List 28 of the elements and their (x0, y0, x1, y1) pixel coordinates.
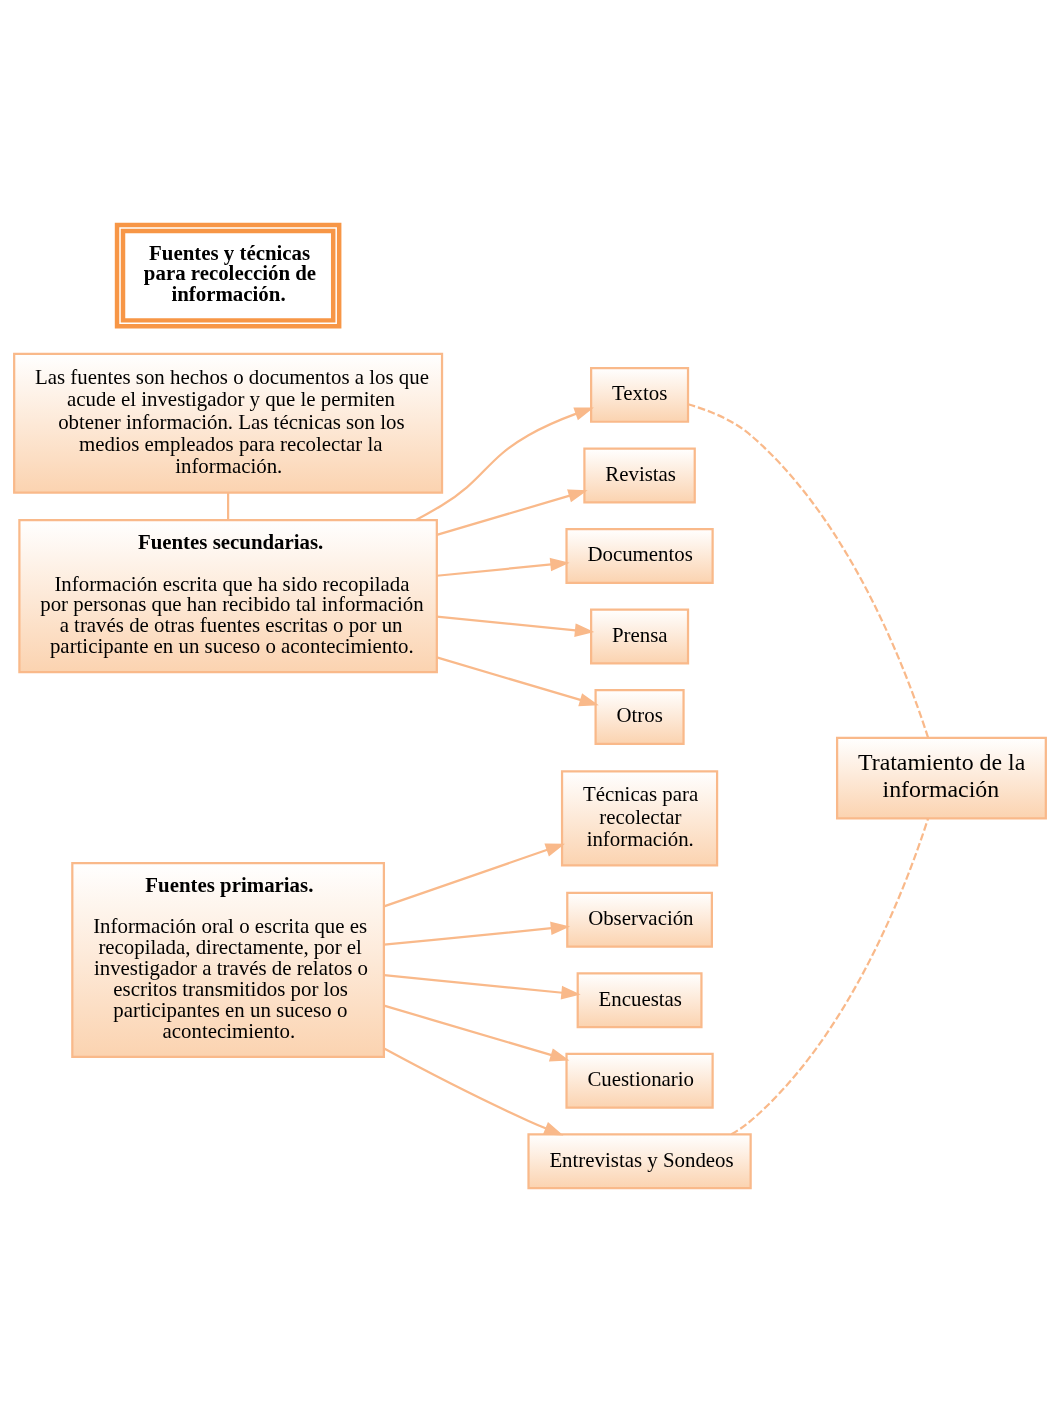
arrow (383, 1004, 570, 1062)
node-box: Revistas (583, 447, 696, 504)
node-box: Fuentes y técnicas para recolección de información. (114, 222, 342, 329)
node-box: Documentos (565, 527, 714, 584)
node-box: Cuestionario (565, 1052, 714, 1109)
arrow (383, 974, 581, 1000)
node-box: Fuentes primarias. Información oral o escrita que es recopilada, directamente, por el investigador a través de relatos o escritos transmitidos por los participantes en un suceso o acontecimiento. (71, 861, 385, 1058)
connector (227, 492, 230, 520)
node-box: Textos (590, 366, 690, 423)
connector (687, 403, 930, 738)
node-box: Encuestas (576, 972, 703, 1029)
node-box: Las fuentes son hechos o documentos a los que acude el investigador y que le permiten obtener información. Las técnicas son los medios empleados para recolectar la información. (13, 352, 444, 494)
arrow (436, 489, 588, 536)
arrow (436, 557, 570, 577)
node-box: Otros (594, 689, 685, 745)
node-box: Prensa (590, 608, 690, 665)
arrow (415, 407, 594, 521)
arrow (383, 921, 571, 946)
arrow (383, 1047, 564, 1136)
node-box: Técnicas para recolectar información. (560, 770, 719, 867)
arrow (436, 615, 595, 637)
arrow (383, 843, 565, 908)
node-box: Observación (566, 891, 713, 948)
node-box: Fuentes secundarias. Información escrita que ha sido recopilada por personas que han recibido tal información a través de otras fuentes escritas o por un participante en un suceso o acontecimiento. (18, 519, 438, 674)
node-box: Entrevistas y Sondeos (527, 1133, 752, 1190)
node-box: Tratamiento de la información (836, 736, 1047, 820)
connector (730, 818, 930, 1136)
arrow (436, 656, 599, 707)
